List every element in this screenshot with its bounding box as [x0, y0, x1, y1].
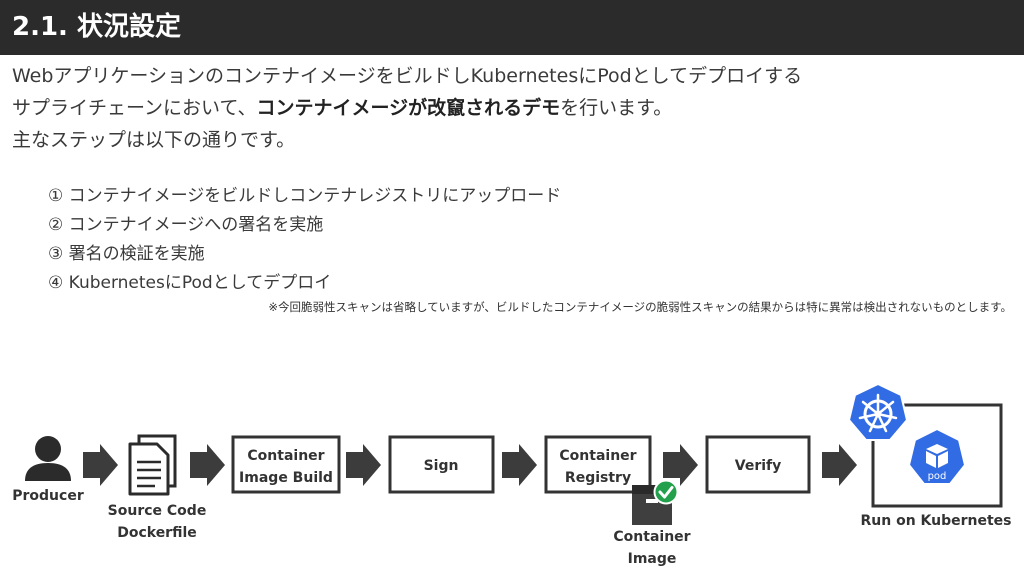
source-code-label: Source Code [108, 503, 207, 519]
source-code-document-icon [128, 434, 177, 496]
pod-icon [907, 427, 967, 485]
check-icon [653, 479, 679, 505]
intro-line-3: 主なステップは以下の通りです。 [12, 129, 296, 151]
verify-label: Verify [735, 458, 781, 474]
build-label-line-1: Container [247, 448, 324, 464]
intro-line-2-bold: コンテナイメージが改竄されるデモ [256, 97, 561, 119]
pod-label: pod [928, 471, 947, 482]
container-image-label-line-1: Container [613, 529, 690, 545]
intro-line-2-a: サプライチェーンにおいて、 [12, 97, 257, 119]
intro-line-2-b: を行います。 [560, 97, 673, 119]
step-4: ④ KubernetesにPodとしてデプロイ [48, 273, 332, 293]
arrow-icon [346, 444, 381, 486]
kubernetes-logo-icon [847, 382, 909, 441]
container-image-label-line-2: Image [628, 551, 677, 567]
step-1: ① コンテナイメージをビルドしコンテナレジストリにアップロード [48, 186, 562, 206]
supply-chain-diagram: Producer Source Code Dockerfile Containe… [12, 382, 1012, 567]
step-2: ② コンテナイメージへの署名を実施 [48, 215, 324, 235]
sign-box [388, 435, 495, 494]
build-label-line-2: Image Build [239, 470, 333, 486]
page-title: 2.1. 状況設定 [12, 12, 181, 42]
intro-text: WebアプリケーションのコンテナイメージをビルドしKubernetesにPodと… [12, 60, 1012, 156]
verify-box [705, 435, 811, 494]
arrow-icon [83, 444, 118, 486]
arrow-icon [190, 444, 225, 486]
sign-label: Sign [424, 458, 459, 474]
container-image-build-box [231, 435, 341, 494]
arrow-icon [502, 444, 537, 486]
arrow-icon [822, 444, 857, 486]
run-on-kubernetes-label: Run on Kubernetes [860, 513, 1011, 529]
arrow-icon [663, 444, 698, 486]
producer-icon [25, 436, 71, 481]
scan-note: ※今回脆弱性スキャンは省略していますが、ビルドしたコンテナイメージの脆弱性スキャ… [268, 300, 1012, 314]
registry-label-line-1: Container [559, 448, 636, 464]
producer-label: Producer [12, 488, 84, 504]
title-bar: 2.1. 状況設定 [0, 0, 1024, 55]
step-3: ③ 署名の検証を実施 [48, 244, 205, 264]
intro-line-1: WebアプリケーションのコンテナイメージをビルドしKubernetesにPodと… [12, 65, 803, 87]
intro-line-2: サプライチェーンにおいて、コンテナイメージが改竄されるデモを行います。 [12, 92, 1012, 124]
registry-label-line-2: Registry [565, 470, 631, 486]
dockerfile-label: Dockerfile [117, 525, 197, 541]
container-registry-box [544, 435, 652, 494]
step-list: ① コンテナイメージをビルドしコンテナレジストリにアップロード ② コンテナイメ… [48, 182, 561, 298]
